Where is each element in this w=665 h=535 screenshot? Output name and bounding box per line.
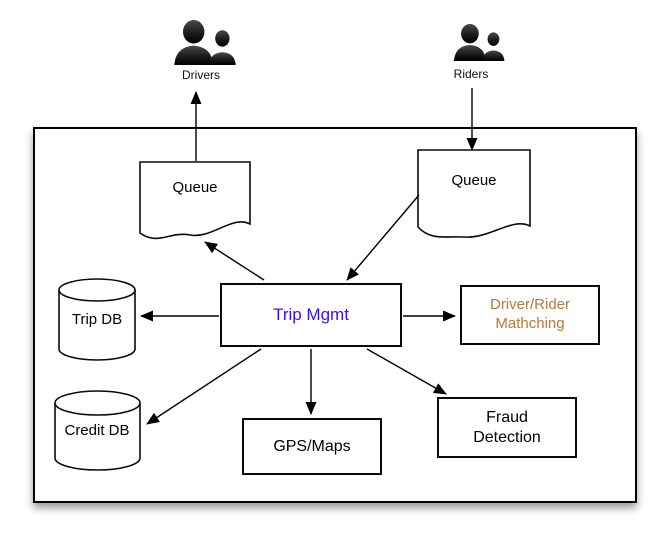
driver-rider-matching-box: Driver/Rider Mathching <box>460 285 600 345</box>
riders-people-icon <box>453 24 505 61</box>
fraud-label-line1: Fraud <box>486 408 528 426</box>
drivers-label: Drivers <box>182 68 220 82</box>
trip-db-label: Trip DB <box>71 311 123 328</box>
queue-right-label: Queue <box>451 172 497 189</box>
fraud-label-line2: Detection <box>473 428 541 446</box>
queue-left-label: Queue <box>172 179 218 196</box>
credit-db-label: Credit DB <box>64 422 130 439</box>
matching-label-line1: Driver/Rider <box>489 296 570 314</box>
trip-mgmt-box: Trip Mgmt <box>220 283 402 347</box>
fraud-detection-box: Fraud Detection <box>437 397 577 458</box>
drivers-people-icon <box>174 20 236 65</box>
gps-maps-label: GPS/Maps <box>273 437 351 455</box>
riders-label: Riders <box>453 67 489 81</box>
matching-label-line2: Mathching <box>495 315 565 332</box>
trip-mgmt-label: Trip Mgmt <box>273 305 349 325</box>
gps-maps-box: GPS/Maps <box>242 418 382 475</box>
